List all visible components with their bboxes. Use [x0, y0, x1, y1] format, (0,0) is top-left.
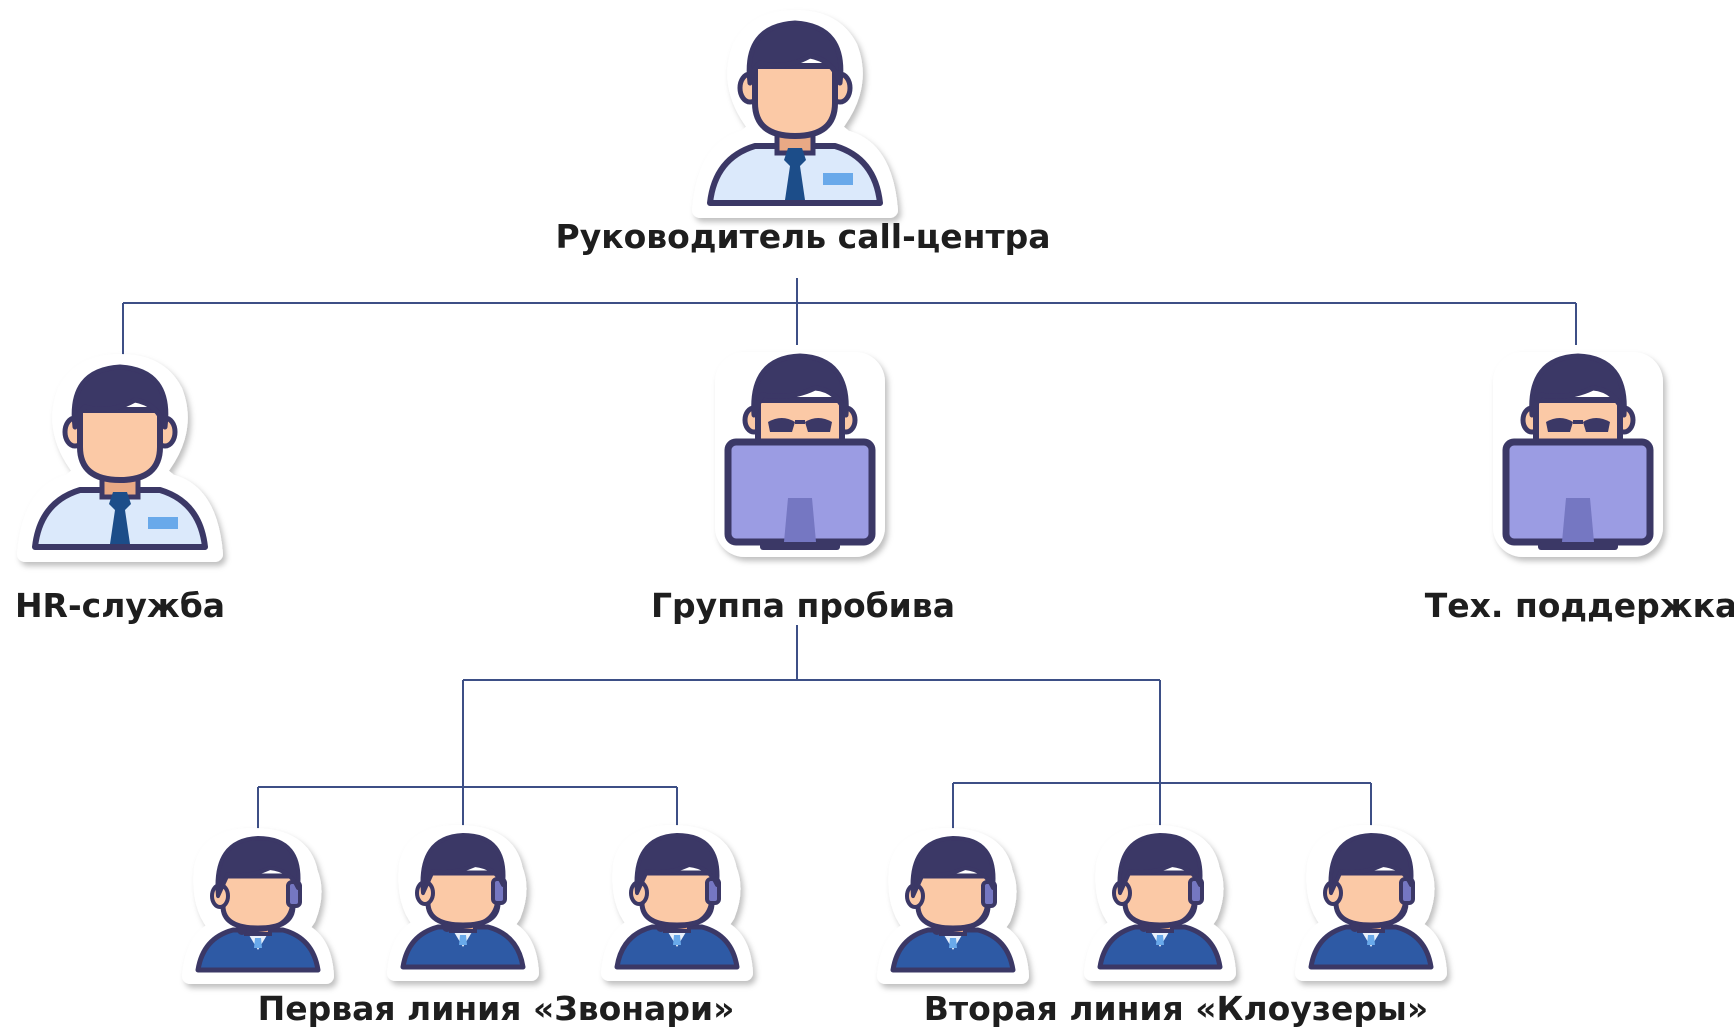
headset-operator-icon — [1303, 833, 1439, 973]
connector-lines — [122, 278, 1577, 840]
computer-operator-icon — [715, 352, 885, 557]
manager-icon — [25, 362, 215, 554]
headset-operator-icon — [395, 833, 531, 973]
headset-operator-icon — [609, 833, 745, 973]
label-hr: HR-служба — [15, 586, 225, 625]
connector-head-to-level2 — [122, 278, 1577, 365]
label-support: Тех. поддержка — [1425, 586, 1734, 625]
label-head: Руководитель call-центра — [556, 217, 1051, 256]
computer-operator-icon — [1493, 352, 1663, 557]
headset-operator-icon — [885, 836, 1021, 976]
connector-group-to-lines — [462, 625, 1161, 840]
label-group: Группа пробива — [651, 586, 955, 625]
headset-operator-icon — [1092, 833, 1228, 973]
label-first-line: Первая линия «Звонари» — [258, 989, 735, 1028]
manager-icon — [700, 18, 890, 210]
headset-operator-icon — [190, 836, 326, 976]
second-line-operators — [885, 833, 1439, 976]
first-line-operators — [190, 833, 745, 976]
label-second-line: Вторая линия «Клоузеры» — [924, 989, 1428, 1028]
